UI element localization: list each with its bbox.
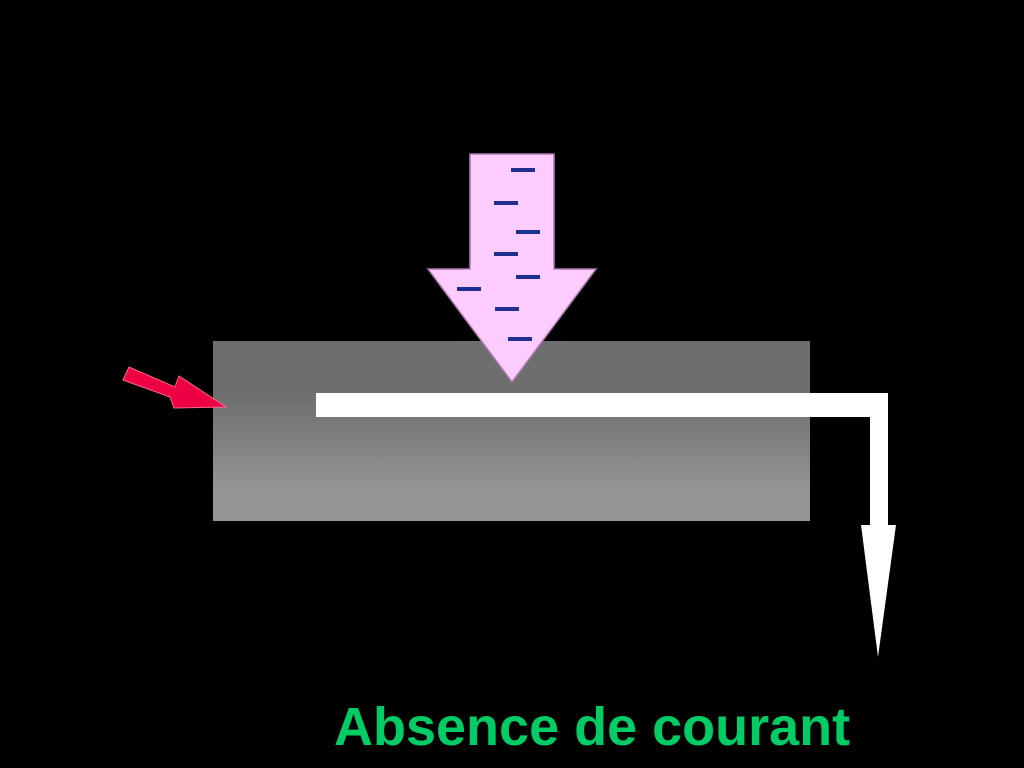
negative-charge-mark [494, 201, 518, 205]
charge-arrow [426, 153, 598, 384]
pointer-arrow [122, 366, 228, 409]
charge-marks [457, 168, 540, 341]
negative-charge-mark [494, 252, 518, 256]
current-arrow-head [861, 525, 896, 657]
negative-charge-mark [516, 275, 540, 279]
current-path [316, 393, 896, 657]
caption: Absence de courant [334, 697, 851, 757]
negative-charge-mark [457, 287, 481, 291]
current-path-vertical [870, 393, 888, 533]
current-path-horizontal [316, 393, 888, 417]
negative-charge-mark [516, 230, 540, 234]
negative-charge-mark [495, 307, 519, 311]
negative-charge-mark [508, 337, 532, 341]
negative-charge-mark [511, 168, 535, 172]
